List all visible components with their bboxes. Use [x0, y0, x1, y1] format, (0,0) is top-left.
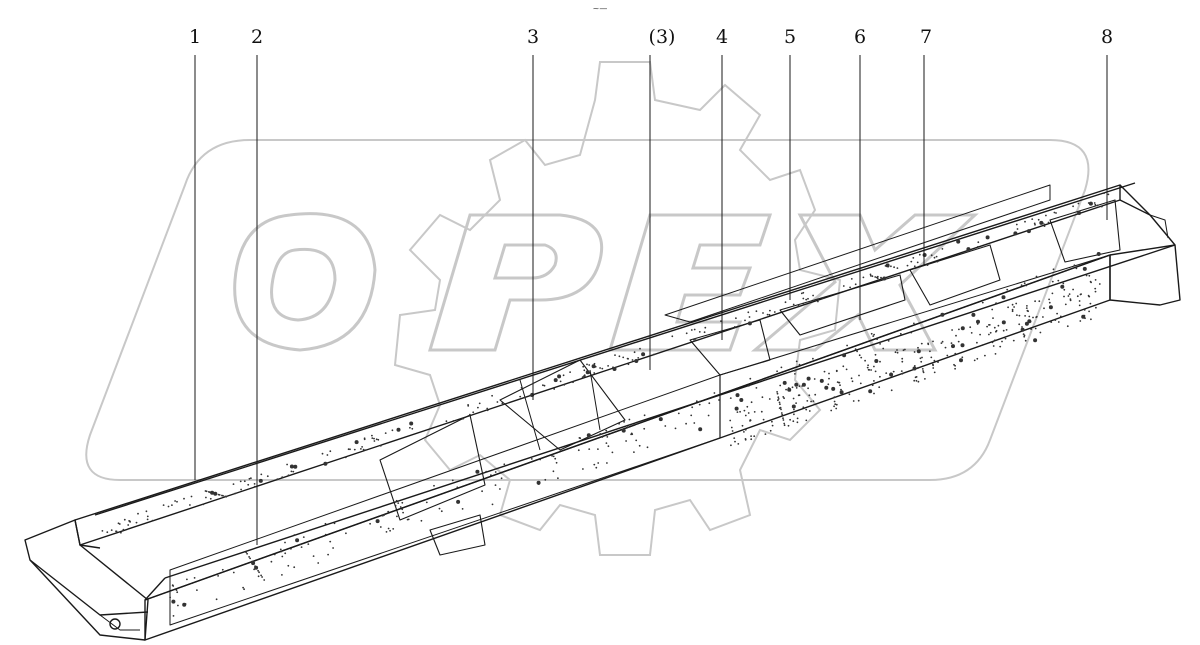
crossmember-8 — [1049, 199, 1121, 263]
far-side-rail — [74, 184, 1121, 546]
callout-2: 2 — [250, 26, 264, 48]
callout-7: 7 — [919, 26, 933, 48]
chassis-frame — [24, 182, 1181, 641]
callout-8: 8 — [1100, 26, 1114, 48]
crossmember-4 — [689, 319, 771, 376]
callout-3: 3 — [526, 26, 540, 48]
near-side-rail — [144, 254, 1111, 641]
leader-lines — [194, 55, 1108, 545]
crossmember-3 — [499, 359, 626, 451]
crossmember-7 — [909, 244, 1001, 306]
rear-crossmember — [1109, 184, 1181, 306]
watermark-gear — [393, 61, 842, 556]
callout-4: 4 — [715, 26, 729, 48]
header-mark: ~— — [592, 4, 608, 13]
front-crossmember — [24, 519, 149, 641]
callout-6: 6 — [853, 26, 867, 48]
callout-1: 1 — [188, 26, 202, 48]
rivet-pattern — [101, 192, 1110, 617]
callout-3-paren: (3) — [648, 26, 676, 48]
callout-5: 5 — [783, 26, 797, 48]
watermark-letters — [233, 212, 979, 352]
crossmember-2 — [379, 414, 486, 521]
